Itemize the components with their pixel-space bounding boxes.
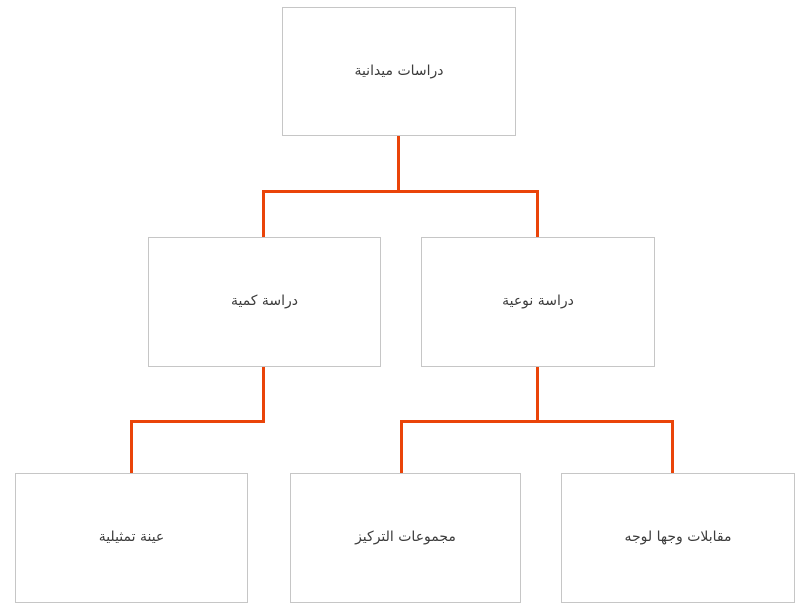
connector-to-qualitative	[536, 190, 539, 260]
node-focus-groups-label: مجموعات التركيز	[355, 529, 456, 546]
node-face-to-face-interviews[interactable]: مقابلات وجها لوجه	[561, 473, 795, 603]
node-quantitative-study[interactable]: دراسة كمية	[148, 237, 381, 367]
connector-qualitative-bus	[400, 420, 674, 423]
connector-to-focus-groups	[400, 420, 403, 495]
node-focus-groups[interactable]: مجموعات التركيز	[290, 473, 521, 603]
node-root-label: دراسات ميدانية	[354, 62, 444, 79]
node-root[interactable]: دراسات ميدانية	[282, 7, 516, 136]
connector-quantitative-stem	[262, 345, 265, 423]
node-face-to-face-interviews-label: مقابلات وجها لوجه	[624, 529, 732, 546]
connector-to-quantitative	[262, 190, 265, 260]
connector-to-interviews	[671, 420, 674, 495]
node-qualitative-study-label: دراسة نوعية	[502, 293, 574, 310]
connector-to-sample	[130, 420, 133, 495]
node-representative-sample[interactable]: عينة تمثيلية	[15, 473, 248, 603]
node-qualitative-study[interactable]: دراسة نوعية	[421, 237, 655, 367]
connector-qualitative-stem	[536, 345, 539, 423]
node-quantitative-study-label: دراسة كمية	[230, 293, 299, 310]
node-representative-sample-label: عينة تمثيلية	[98, 529, 165, 546]
connector-level2-bus	[262, 190, 539, 193]
connector-root-stem	[397, 110, 400, 192]
connector-quantitative-bus	[130, 420, 265, 423]
